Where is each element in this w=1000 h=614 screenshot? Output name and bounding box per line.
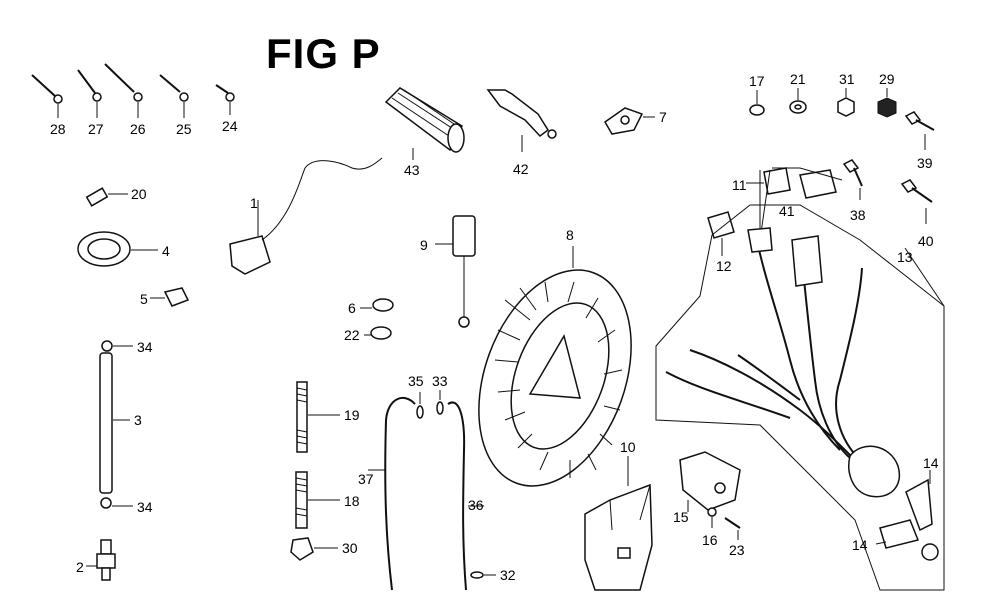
part-35-clip <box>416 392 424 419</box>
label-31: 31 <box>839 71 855 87</box>
label-36: 36 <box>468 497 484 513</box>
label-39: 39 <box>917 155 933 171</box>
part-14-terminal-a <box>905 470 933 532</box>
part-26-bolt <box>104 63 143 118</box>
label-1: 1 <box>250 195 258 211</box>
part-18-stud <box>295 471 340 529</box>
part-9-condenser <box>435 215 476 328</box>
part-38-bolt <box>842 159 863 200</box>
label-38: 38 <box>850 207 866 223</box>
label-37: 37 <box>358 471 374 487</box>
part-34-nut-bottom <box>100 497 133 509</box>
label-20: 20 <box>131 186 147 202</box>
label-18: 18 <box>344 493 360 509</box>
label-34-top: 34 <box>137 339 153 355</box>
label-10: 10 <box>620 439 636 455</box>
part-23-screw <box>724 517 741 540</box>
label-3: 3 <box>134 412 142 428</box>
part-36-fuel-tube <box>447 401 484 591</box>
part-11-connector <box>746 167 791 195</box>
label-22: 22 <box>344 327 360 343</box>
label-7: 7 <box>659 109 667 125</box>
label-5: 5 <box>140 291 148 307</box>
part-3-rod <box>99 352 130 494</box>
part-16-washer <box>707 507 717 528</box>
part-41-connector <box>772 167 843 199</box>
part-37-fuel-tube <box>368 396 416 591</box>
label-4: 4 <box>162 243 170 259</box>
label-30: 30 <box>342 540 358 556</box>
label-15: 15 <box>673 509 689 525</box>
part-13-wire-harness <box>655 169 945 591</box>
part-4-oil-seal <box>77 231 158 267</box>
label-25: 25 <box>176 121 192 137</box>
part-31-nut <box>837 88 855 117</box>
label-16: 16 <box>702 532 718 548</box>
part-29-nut <box>877 88 897 118</box>
part-42-fuel-filter <box>486 89 557 152</box>
part-10-bracket <box>584 456 653 591</box>
part-40-bolt <box>900 179 933 224</box>
part-15-switch <box>679 451 741 512</box>
part-30-nut <box>290 537 338 561</box>
label-41: 41 <box>779 203 795 219</box>
part-39-bolt <box>904 111 935 150</box>
label-32: 32 <box>500 567 516 583</box>
part-14-terminal-b <box>875 519 939 561</box>
part-7-gasket <box>604 107 655 135</box>
label-24: 24 <box>222 118 238 134</box>
label-11: 11 <box>732 177 747 193</box>
label-29: 29 <box>879 71 895 87</box>
label-19: 19 <box>344 407 360 423</box>
label-9: 9 <box>420 237 428 253</box>
label-17: 17 <box>749 73 765 89</box>
label-40: 40 <box>918 233 934 249</box>
label-6: 6 <box>348 300 356 316</box>
part-24-bolt <box>215 84 235 115</box>
label-33: 33 <box>432 373 448 389</box>
part-2-spark-plug <box>86 539 116 581</box>
part-43-handle-grip <box>384 87 465 160</box>
label-14-a: 14 <box>923 455 939 471</box>
part-33-clip <box>436 390 444 415</box>
part-22-washer <box>364 326 392 340</box>
part-32-clip <box>470 571 496 579</box>
label-42: 42 <box>513 161 529 177</box>
part-6-cap <box>360 298 394 312</box>
part-28-bolt <box>31 74 63 118</box>
part-8-flywheel <box>478 246 632 487</box>
part-21-washer <box>789 88 807 114</box>
part-5-clip <box>150 287 190 307</box>
part-17-washer <box>749 90 765 116</box>
label-34-bottom: 34 <box>137 499 153 515</box>
part-25-bolt <box>159 74 189 118</box>
label-26: 26 <box>130 121 146 137</box>
label-12: 12 <box>716 258 732 274</box>
label-27: 27 <box>88 121 104 137</box>
label-23: 23 <box>729 542 745 558</box>
part-27-bolt <box>77 69 102 118</box>
part-19-stud <box>296 381 340 453</box>
part-34-nut-top <box>101 340 133 352</box>
label-13: 13 <box>897 249 913 265</box>
part-1-ignition-coil <box>229 157 383 275</box>
label-28: 28 <box>50 121 66 137</box>
part-12-terminal <box>707 211 735 256</box>
figure-title: FIG P <box>266 30 381 77</box>
label-2: 2 <box>76 559 84 575</box>
label-35: 35 <box>408 373 424 389</box>
label-43: 43 <box>404 162 420 178</box>
label-14-b: 14 <box>852 537 868 553</box>
part-20-screw <box>85 187 128 207</box>
label-8: 8 <box>566 227 574 243</box>
label-21: 21 <box>790 71 806 87</box>
